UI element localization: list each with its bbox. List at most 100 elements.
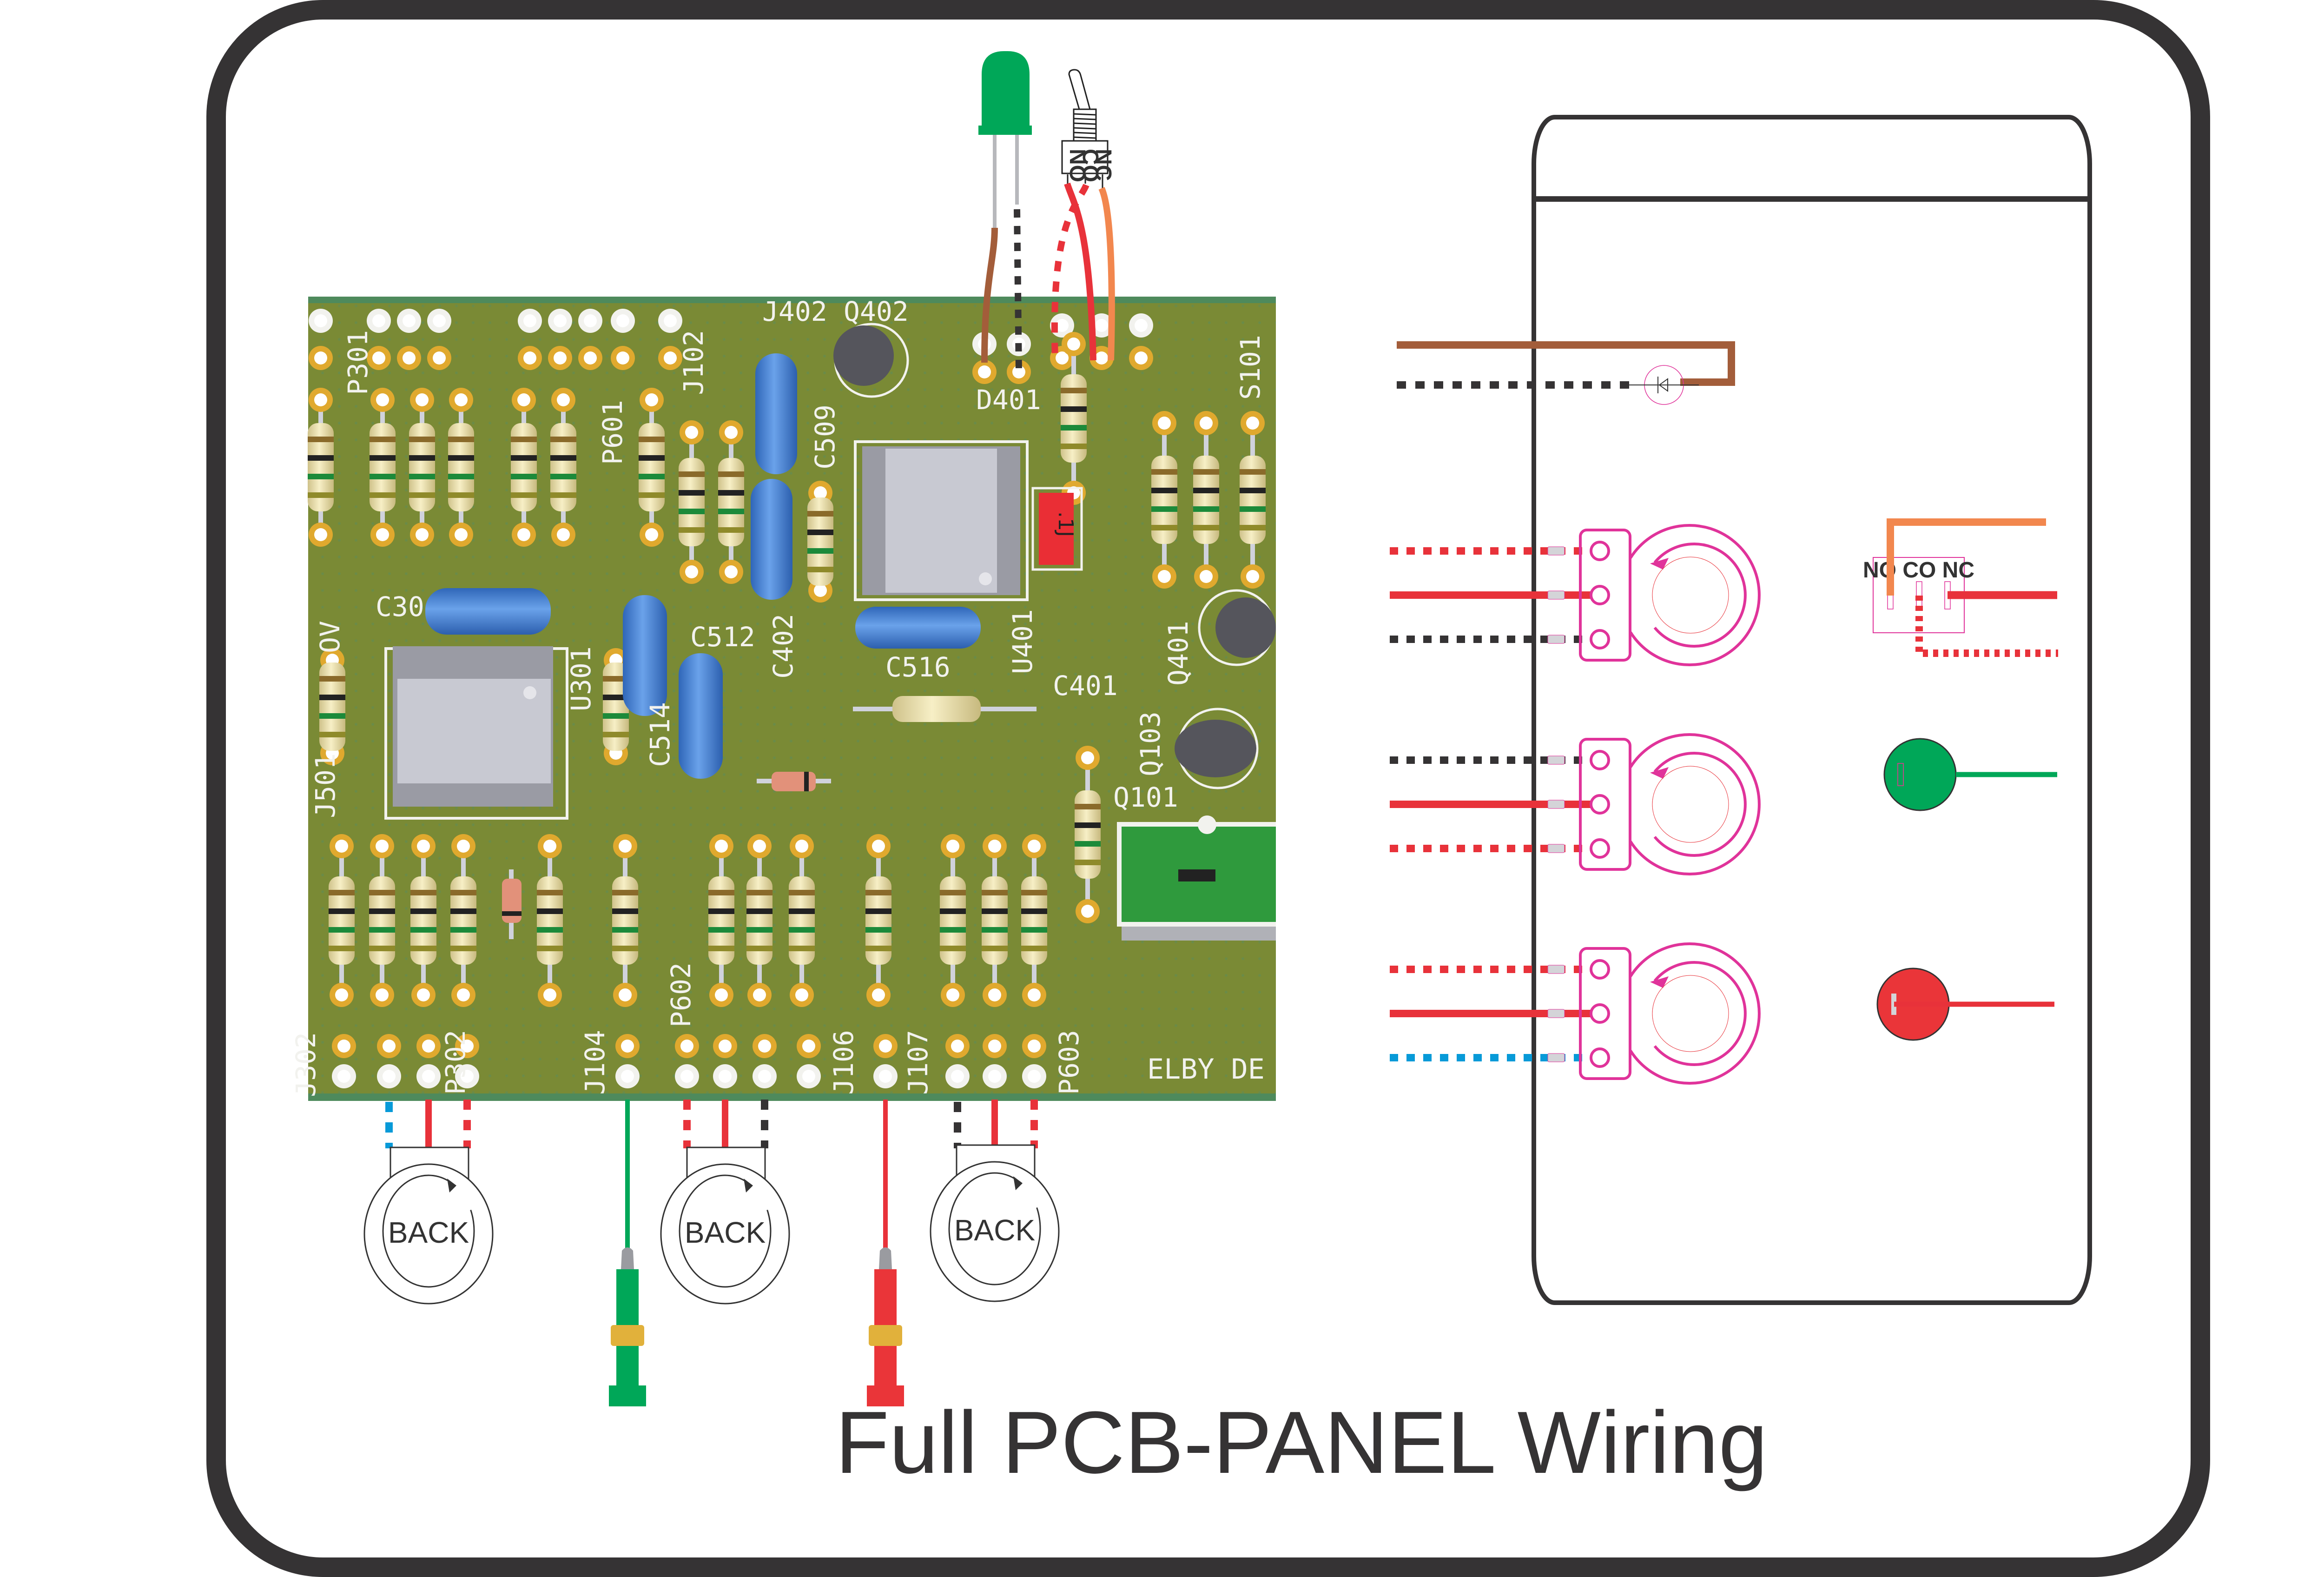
resistor-band bbox=[807, 511, 833, 517]
pot-back-label-1: BACK bbox=[388, 1216, 469, 1249]
panel-pot-2 bbox=[1390, 733, 1761, 875]
panel-pot-arrowhead bbox=[1650, 976, 1669, 988]
pcb-pad-hole bbox=[758, 1070, 771, 1083]
pcb-pad-hole bbox=[376, 840, 389, 853]
resistor-band bbox=[450, 908, 476, 914]
pcb-pad-hole bbox=[523, 351, 536, 364]
pcb-pad-hole bbox=[680, 1070, 693, 1083]
pcb-pad-hole bbox=[1028, 1070, 1041, 1083]
pcb-pad-hole bbox=[455, 393, 468, 406]
resistor-band bbox=[308, 492, 334, 498]
resistor-band bbox=[1061, 406, 1087, 412]
resistor-band bbox=[639, 474, 665, 479]
resistor-band bbox=[319, 713, 345, 719]
wire-led-cathode bbox=[1014, 209, 1022, 372]
resistor-band bbox=[370, 474, 396, 479]
pcb-pad-hole bbox=[879, 1040, 892, 1053]
resistor-band bbox=[982, 890, 1008, 895]
pcb-pad-hole bbox=[1056, 319, 1069, 332]
pcb-pad-hole bbox=[457, 988, 470, 1001]
resistor-body bbox=[718, 458, 744, 546]
label-j106: J106 bbox=[828, 1030, 859, 1095]
pcb-pad-hole bbox=[1028, 840, 1041, 853]
pcb-pad-hole bbox=[1028, 1040, 1041, 1053]
label-j104: J104 bbox=[579, 1030, 611, 1095]
pcb-pad-hole bbox=[616, 314, 629, 327]
pcb-pad-hole bbox=[1135, 351, 1148, 364]
pcb-pad-hole bbox=[715, 988, 728, 1001]
panel-pot-lead bbox=[1547, 635, 1565, 644]
resistor-body bbox=[308, 423, 334, 511]
resistor-band bbox=[550, 474, 576, 479]
transistors bbox=[833, 323, 1276, 789]
resistor-band bbox=[369, 927, 395, 933]
resistor-band bbox=[1193, 488, 1219, 493]
resistor-band bbox=[369, 908, 395, 914]
resistor-band bbox=[308, 455, 334, 461]
pcb-pad-hole bbox=[872, 988, 885, 1001]
resistor-band bbox=[450, 890, 476, 895]
panel-pot-pin bbox=[1590, 1003, 1610, 1024]
resistor-band bbox=[1151, 469, 1177, 475]
resistor-band bbox=[679, 471, 705, 477]
pcb-pad-hole bbox=[1095, 319, 1108, 332]
pcb-pad-hole bbox=[523, 314, 536, 327]
pcb-pad-hole bbox=[1067, 338, 1080, 351]
resistor-band bbox=[550, 455, 576, 461]
pcb-pad-hole bbox=[1081, 751, 1094, 764]
resistor-band bbox=[789, 946, 815, 951]
resistor-band bbox=[982, 927, 1008, 933]
pcb-pad-hole bbox=[719, 1070, 732, 1083]
resistor-body bbox=[982, 876, 1008, 965]
resistor-band bbox=[410, 890, 436, 895]
pcb-pad-hole bbox=[433, 314, 446, 327]
panel-switch: NO CO NC bbox=[1863, 518, 2058, 657]
resistor-band bbox=[708, 908, 734, 914]
resistor-band bbox=[329, 890, 355, 895]
pcb-pad-hole bbox=[1081, 905, 1094, 918]
pcb-diodes bbox=[502, 772, 831, 939]
pcb-pad-hole bbox=[383, 1040, 396, 1053]
resistor-band bbox=[1193, 506, 1219, 512]
resistor-band bbox=[410, 946, 436, 951]
pcb-pad-hole bbox=[680, 1040, 693, 1053]
pcb-pad-hole bbox=[645, 393, 658, 406]
pcb-pad-hole bbox=[1135, 319, 1148, 332]
panel-pot-pin bbox=[1590, 959, 1610, 980]
panel-led-diode bbox=[1397, 341, 1735, 405]
resistor-band bbox=[789, 890, 815, 895]
label-ov: OV bbox=[314, 621, 346, 653]
pcb-pad-hole bbox=[383, 1070, 396, 1083]
panel-pot-arrow-arc bbox=[1653, 961, 1747, 1066]
resistor-body bbox=[448, 423, 474, 511]
resistor-band bbox=[1061, 425, 1087, 431]
label-q101: Q101 bbox=[1113, 782, 1178, 813]
resistor-body bbox=[789, 876, 815, 965]
resistor-band bbox=[679, 490, 705, 496]
label-c512: C512 bbox=[690, 621, 755, 653]
resistor-band bbox=[1151, 525, 1177, 530]
pcb-pad-hole bbox=[616, 351, 629, 364]
led-holder-red bbox=[867, 1247, 904, 1406]
panel-pot-arrow-arc bbox=[1653, 752, 1747, 857]
pcb-pad-hole bbox=[543, 840, 556, 853]
pot-back-2: BACK bbox=[660, 1146, 790, 1305]
panel-pot-lead bbox=[1547, 1053, 1565, 1062]
pcb-pad-hole bbox=[337, 1040, 350, 1053]
label-c514: C514 bbox=[644, 702, 676, 767]
pcb-pad-hole bbox=[376, 528, 389, 541]
resistor-body bbox=[409, 423, 435, 511]
resistor-band bbox=[550, 492, 576, 498]
label-q401: Q401 bbox=[1162, 621, 1194, 686]
pcb-pad-hole bbox=[1200, 570, 1213, 583]
pcb-pad-hole bbox=[1200, 417, 1213, 430]
resistor-band bbox=[448, 492, 474, 498]
panel-pot-3 bbox=[1390, 942, 1761, 1085]
resistor-band bbox=[369, 946, 395, 951]
resistor-band bbox=[718, 490, 744, 496]
label-p301: P301 bbox=[342, 330, 374, 395]
resistor-band bbox=[1193, 469, 1219, 475]
pcb-pad-hole bbox=[725, 426, 738, 439]
resistor-band bbox=[1021, 890, 1047, 895]
resistor-band bbox=[319, 732, 345, 737]
